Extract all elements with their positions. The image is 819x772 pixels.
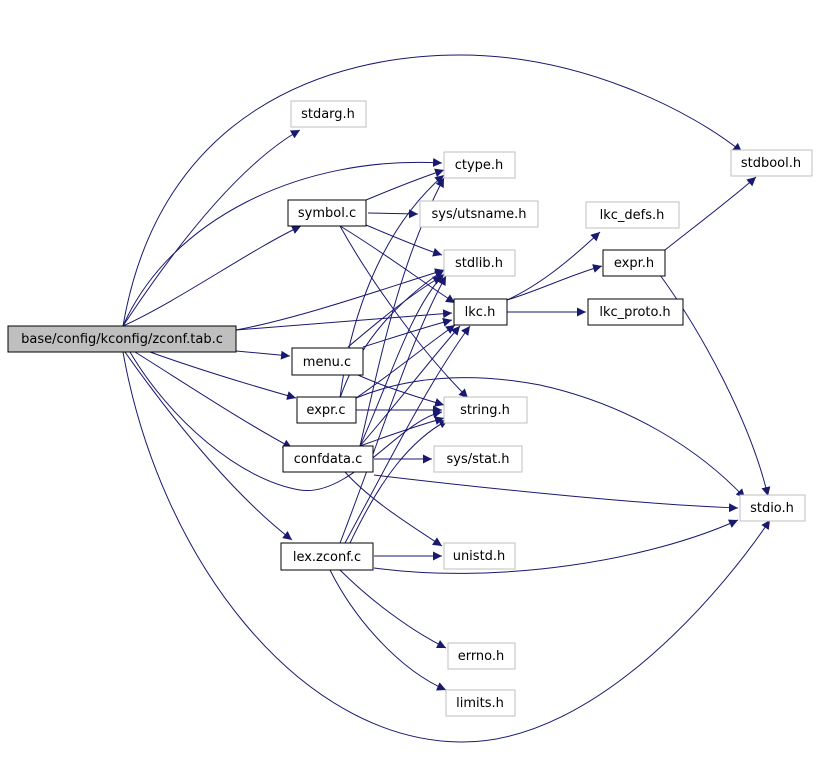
node-label: lex.zconf.c [293, 550, 361, 565]
edge-confdata-stdlib [359, 273, 445, 447]
edge-symbol-string [339, 225, 469, 399]
node-label: lkc_defs.h [600, 208, 665, 223]
edge-expr-h-stdio [659, 274, 771, 497]
node-limits-h[interactable]: limits.h [445, 689, 516, 717]
node-label: lkc.h [465, 305, 496, 320]
node-label: limits.h [456, 696, 504, 711]
node-lkc-h[interactable]: lkc.h [453, 298, 508, 326]
node-label: menu.c [303, 355, 351, 370]
node-label: symbol.c [298, 206, 356, 221]
edge-root-menu [235, 350, 291, 360]
edge-root-lkc [235, 309, 453, 331]
edge-confdata-stdio [373, 474, 739, 513]
node-label: string.h [460, 403, 510, 418]
node-lkc-proto-h[interactable]: lkc_proto.h [587, 298, 684, 326]
dependency-edges [122, 54, 771, 743]
node-zconf-tab-c[interactable]: base/config/kconfig/zconf.tab.c [7, 325, 237, 353]
edge-root-confdata [134, 351, 293, 449]
node-label: unistd.h [453, 549, 506, 564]
node-label: expr.c [306, 403, 345, 418]
node-lex-zconf-c[interactable]: lex.zconf.c [280, 542, 374, 571]
node-sys-utsname-h[interactable]: sys/utsname.h [419, 200, 539, 228]
edge-root-stdio [122, 351, 771, 743]
edge-symbol-ctype [365, 168, 445, 201]
edge-root-expr-c [149, 351, 297, 400]
edge-lex-stdlib [339, 275, 447, 544]
edge-menu-stdlib [347, 275, 443, 348]
node-menu-c[interactable]: menu.c [291, 347, 364, 376]
edge-expr-c-stdlib [339, 269, 445, 399]
edge-root-ctype [122, 158, 443, 327]
edge-root-string [129, 351, 443, 491]
node-stdbool-h[interactable]: stdbool.h [730, 149, 813, 177]
node-label: sys/utsname.h [432, 207, 527, 222]
edge-expr-h-stdbool [664, 176, 757, 251]
node-label: ctype.h [455, 158, 504, 173]
node-label: sys/stat.h [447, 452, 510, 467]
node-label: stdbool.h [741, 156, 801, 171]
edge-confdata-lkc [359, 325, 461, 447]
node-label: stdlib.h [455, 256, 503, 271]
node-confdata-c[interactable]: confdata.c [282, 445, 374, 473]
edge-root-stdarg [122, 129, 301, 327]
edge-lex-string [349, 419, 449, 544]
edge-root-stdbool [122, 54, 743, 327]
edge-lex-lkc [344, 325, 471, 544]
node-label: confdata.c [294, 452, 362, 467]
edge-symbol-stdlib [365, 224, 443, 257]
node-unistd-h[interactable]: unistd.h [443, 542, 516, 570]
node-ctype-h[interactable]: ctype.h [443, 151, 516, 179]
node-label: expr.h [614, 256, 654, 271]
dependency-nodes: base/config/kconfig/zconf.tab.c stdarg.h… [7, 100, 813, 717]
node-stdio-h[interactable]: stdio.h [739, 494, 806, 522]
node-stdlib-h[interactable]: stdlib.h [443, 249, 516, 277]
edge-root-stdlib [235, 268, 445, 331]
edge-symbol-utsname [367, 209, 419, 219]
edge-expr-c-lkc [355, 324, 456, 399]
node-label: errno.h [458, 649, 505, 664]
node-label: stdarg.h [301, 107, 355, 122]
edge-root-lex [124, 351, 293, 541]
edge-confdata-unistd [344, 471, 443, 547]
node-expr-h[interactable]: expr.h [602, 249, 666, 277]
edge-confdata-string [359, 416, 445, 447]
edge-lex-errno [339, 569, 447, 649]
node-sys-stat-h[interactable]: sys/stat.h [433, 445, 523, 473]
node-stdarg-h[interactable]: stdarg.h [290, 100, 367, 128]
edge-lkc-lkc-defs [506, 231, 601, 301]
node-label: lkc_proto.h [599, 305, 670, 320]
edge-menu-lkc [362, 317, 453, 348]
edge-lex-stdio [373, 519, 739, 574]
node-lkc-defs-h[interactable]: lkc_defs.h [585, 201, 680, 229]
node-label: base/config/kconfig/zconf.tab.c [21, 332, 223, 347]
node-errno-h[interactable]: errno.h [447, 642, 516, 670]
node-symbol-c[interactable]: symbol.c [287, 199, 367, 227]
edge-root-symbol [122, 225, 302, 327]
edge-lex-limits [329, 569, 447, 691]
edge-symbol-lkc [339, 225, 456, 304]
node-string-h[interactable]: string.h [443, 396, 528, 424]
edge-expr-c-stdio [355, 377, 746, 499]
edge-lkc-expr-h [506, 264, 603, 301]
node-label: stdio.h [750, 501, 794, 516]
node-expr-c[interactable]: expr.c [296, 396, 357, 424]
